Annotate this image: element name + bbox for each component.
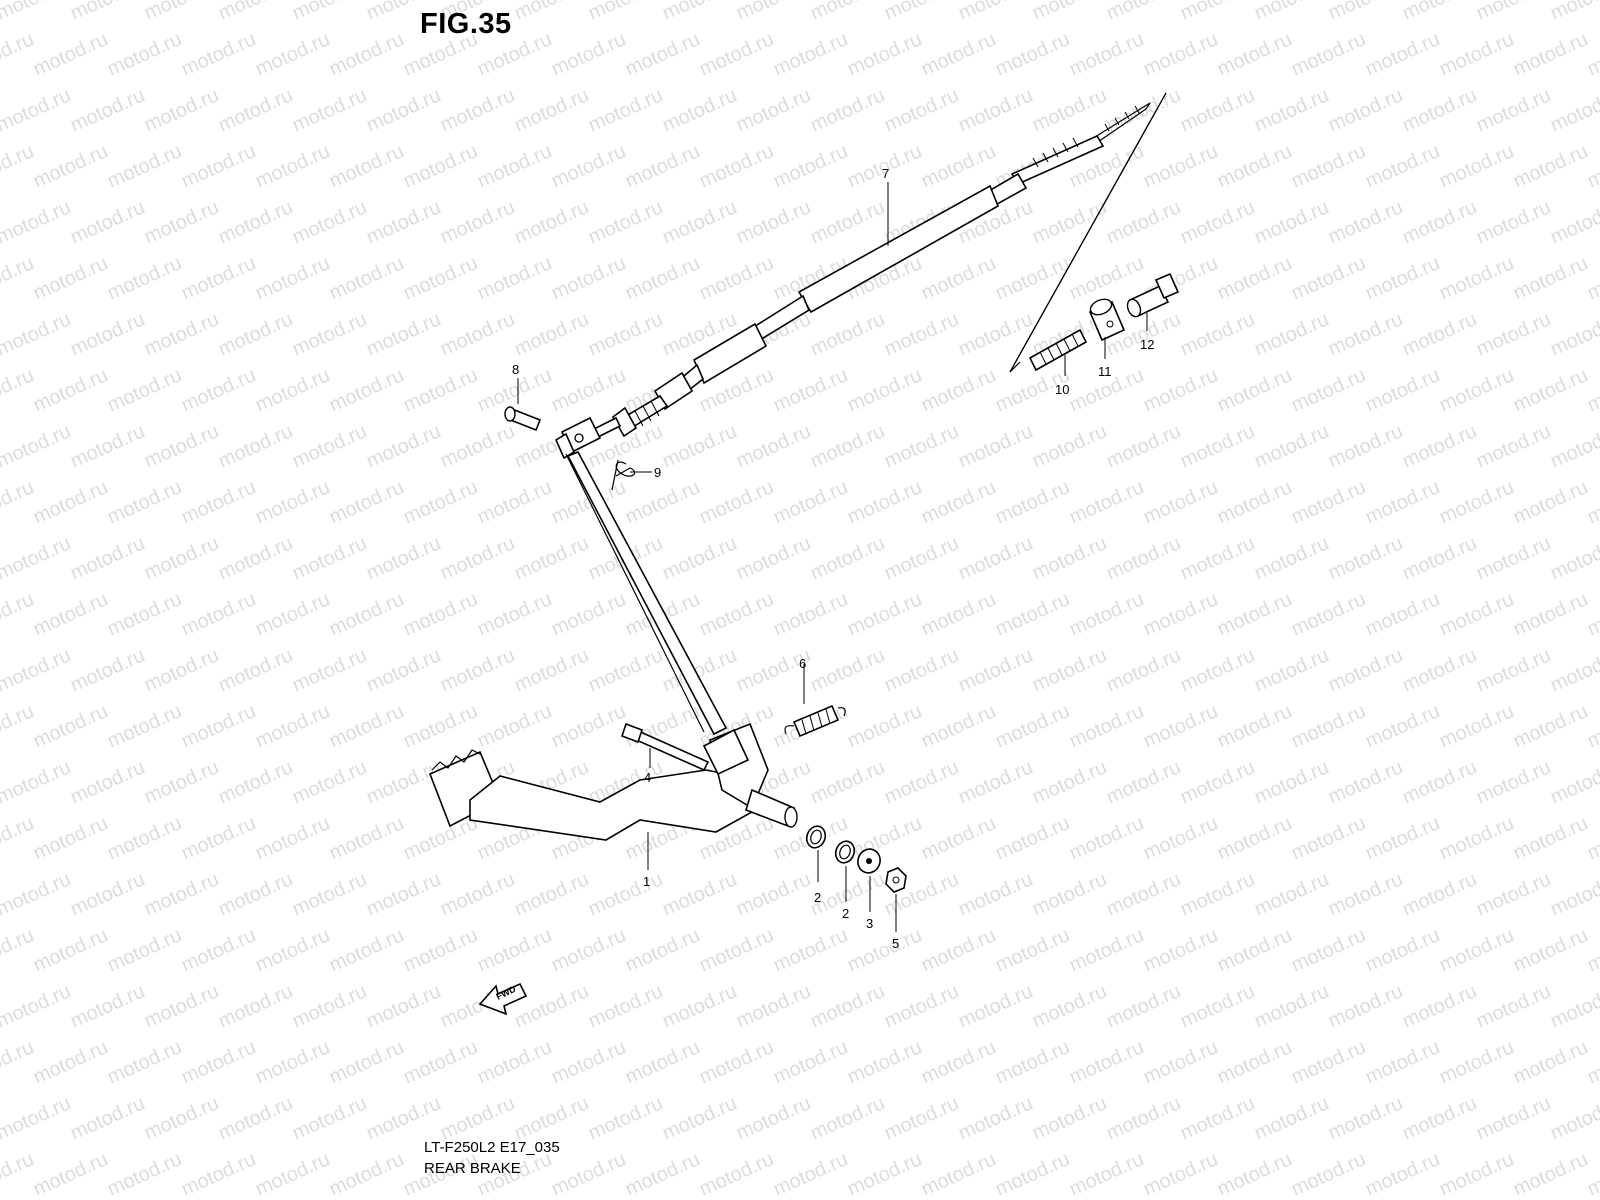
callout-6: 6 bbox=[799, 656, 806, 671]
figure-title: FIG.35 bbox=[420, 8, 512, 40]
washer-part-2a bbox=[805, 825, 827, 849]
spring-part-10 bbox=[1028, 328, 1088, 372]
callout-3: 3 bbox=[866, 916, 873, 931]
bolt-part-4 bbox=[620, 722, 710, 772]
brake-cable-part-7 bbox=[592, 102, 1151, 439]
forward-arrow: FWD bbox=[478, 982, 528, 1016]
figure-name: REAR BRAKE bbox=[424, 1160, 521, 1177]
return-spring-part-6 bbox=[784, 704, 846, 738]
callout-1: 1 bbox=[643, 874, 650, 889]
bolt-part-12 bbox=[1126, 272, 1180, 318]
detail-inset-triangle bbox=[1009, 92, 1167, 373]
callout-12: 12 bbox=[1140, 337, 1154, 352]
callout-4: 4 bbox=[644, 770, 651, 785]
brake-rod bbox=[565, 450, 728, 736]
figure-code: LT-F250L2 E17_035 bbox=[424, 1139, 560, 1156]
nut-part-5 bbox=[885, 867, 907, 893]
callout-8: 8 bbox=[512, 362, 519, 377]
washer-part-2b bbox=[834, 840, 856, 864]
leader-lines bbox=[517, 182, 1148, 932]
callout-5: 5 bbox=[892, 936, 899, 951]
callout-11: 11 bbox=[1098, 364, 1112, 379]
callout-9: 9 bbox=[654, 465, 661, 480]
cotter-clip-part-9 bbox=[611, 459, 636, 491]
clevis-pin-part-8 bbox=[504, 406, 542, 432]
callout-10: 10 bbox=[1055, 382, 1069, 397]
cable-clevis bbox=[554, 416, 602, 460]
callout-2a: 2 bbox=[814, 890, 821, 905]
brake-pedal-part-1 bbox=[428, 722, 798, 841]
callout-2b: 2 bbox=[842, 906, 849, 921]
callout-7: 7 bbox=[882, 166, 889, 181]
collar-part-11 bbox=[1088, 298, 1126, 342]
washer-part-3 bbox=[857, 848, 881, 874]
